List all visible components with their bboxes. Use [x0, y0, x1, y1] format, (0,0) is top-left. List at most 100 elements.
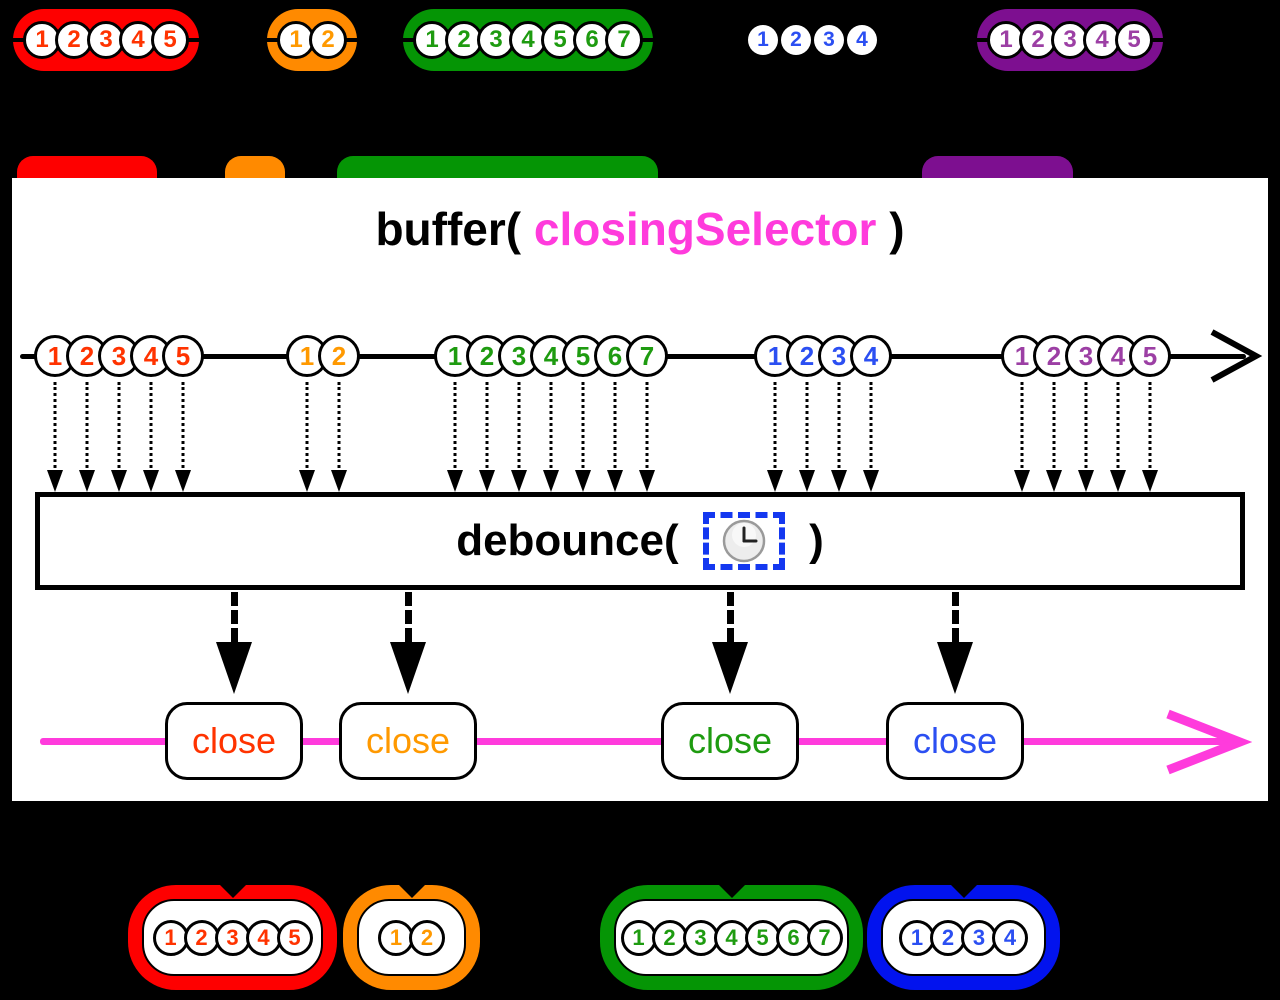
marble-value: 3	[1078, 340, 1094, 371]
emission-arrow-tip	[331, 470, 347, 492]
marble-value: 6	[787, 924, 800, 950]
marble-value: 2	[457, 26, 471, 53]
marble-value: 1	[1014, 340, 1030, 371]
marble-value: 3	[99, 26, 113, 53]
emission-arrow-tip	[1046, 470, 1062, 492]
closing-timeline	[40, 738, 1235, 745]
marble-4: 4	[530, 335, 572, 492]
debounce-label-prefix: debounce(	[456, 516, 691, 565]
marble-value: 2	[420, 924, 434, 950]
emission-arrow-line	[645, 382, 649, 468]
close-arrow-2	[388, 592, 428, 694]
debounce-label-suffix: )	[796, 516, 824, 565]
marble-value: 4	[725, 924, 738, 950]
closing-timeline-arrowhead-icon	[1166, 709, 1252, 775]
marble-5: 5	[562, 335, 604, 492]
emission-arrow-line	[181, 382, 185, 468]
marble-value: 1	[757, 28, 769, 51]
marble-value: 3	[831, 340, 847, 371]
emission-arrow-tip	[543, 470, 559, 492]
close-arrow-line	[230, 592, 238, 642]
marble-value: 1	[299, 340, 315, 371]
emission-arrow-line	[337, 382, 341, 468]
close-arrow-4	[935, 592, 975, 694]
marble-value: 4	[257, 924, 270, 950]
marble-value: 4	[543, 340, 559, 371]
marble-value: 6	[607, 340, 623, 371]
emission-arrow-tip	[143, 470, 159, 492]
marble-1: 1	[277, 21, 315, 59]
marble-4: 4	[850, 335, 892, 492]
emission-arrow-line	[805, 382, 809, 468]
marble-3: 3	[477, 21, 515, 59]
marble-value: 1	[389, 924, 403, 950]
emission-arrow-tip	[1014, 470, 1030, 492]
marble-value: 3	[226, 924, 239, 950]
emission-arrow-tip	[299, 470, 315, 492]
title-operator: buffer(	[375, 203, 534, 255]
marble-value: 6	[585, 26, 599, 53]
marble-4: 4	[245, 919, 282, 956]
marble-value: 3	[1063, 26, 1077, 53]
emission-arrow-line	[1116, 382, 1120, 468]
clock-icon	[722, 519, 766, 563]
marble-value: 5	[1127, 26, 1141, 53]
marble-value: 5	[175, 340, 191, 371]
marble-value: 3	[823, 28, 835, 51]
emission-arrow-tip	[767, 470, 783, 492]
emission-arrow-tip	[799, 470, 815, 492]
marble-value: 3	[111, 340, 127, 371]
emission-arrow-line	[1084, 382, 1088, 468]
marble-2: 2	[66, 335, 108, 492]
marble-5: 5	[276, 919, 313, 956]
marble-value: 1	[767, 340, 783, 371]
marble-value: 2	[663, 924, 676, 950]
emission-arrow-tip	[447, 470, 463, 492]
emission-arrow-tip	[639, 470, 655, 492]
marble-value: 2	[331, 340, 347, 371]
marble-5: 5	[1115, 21, 1153, 59]
title-suffix: )	[876, 203, 905, 255]
duration-argument-box	[702, 512, 785, 570]
marble-1: 1	[748, 25, 778, 55]
marble-value: 1	[425, 26, 439, 53]
partial-blob-purple	[922, 156, 1073, 178]
marble-value: 4	[1003, 924, 1017, 950]
marble-value: 2	[195, 924, 208, 950]
marble-value: 4	[521, 26, 535, 53]
marble-value: 2	[479, 340, 495, 371]
marble-value: 5	[553, 26, 567, 53]
emission-arrow-line	[1052, 382, 1056, 468]
marble-3: 3	[1051, 21, 1089, 59]
emission-arrow-tip	[479, 470, 495, 492]
marble-value: 7	[639, 340, 655, 371]
close-event-box-green: close	[661, 702, 799, 780]
marble-value: 4	[131, 26, 145, 53]
partial-blob-red	[17, 156, 157, 178]
close-event-box-blue: close	[886, 702, 1024, 780]
marble-1: 1	[152, 919, 189, 956]
emission-arrow-line	[869, 382, 873, 468]
marble-2: 2	[309, 21, 347, 59]
close-label: close	[191, 720, 277, 761]
close-arrow-line	[951, 592, 959, 642]
emission-arrow-line	[549, 382, 553, 468]
emission-arrow-line	[149, 382, 153, 468]
marble-4: 4	[713, 919, 750, 956]
emission-arrow-tip	[511, 470, 527, 492]
marble-value: 4	[863, 340, 879, 371]
emission-arrow-line	[773, 382, 777, 468]
